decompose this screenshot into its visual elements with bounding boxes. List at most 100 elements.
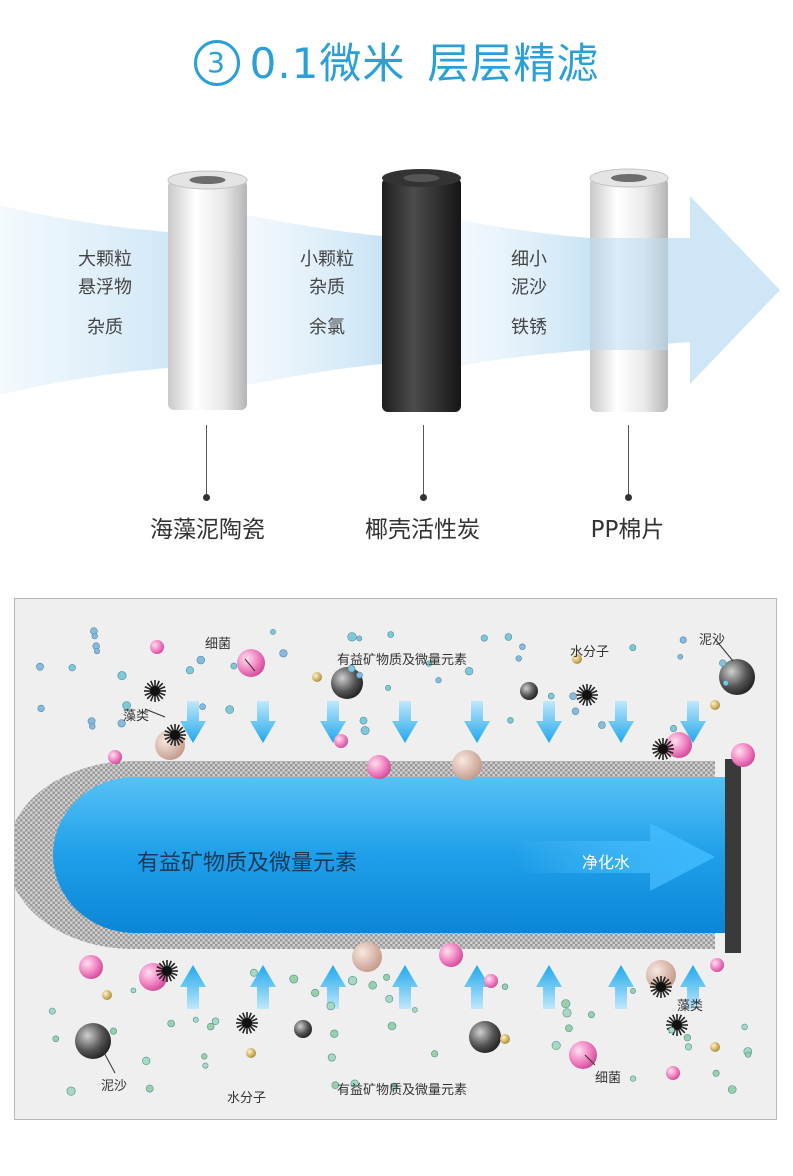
particle xyxy=(294,1020,312,1038)
water-molecule xyxy=(507,717,514,724)
water-molecule xyxy=(356,671,363,679)
particle xyxy=(79,955,103,979)
inflow-arrow-down xyxy=(608,701,634,743)
stage-2-item-2: 杂质 xyxy=(309,277,345,298)
water-molecule xyxy=(36,662,44,671)
particle xyxy=(139,963,167,991)
water-molecule xyxy=(196,655,206,665)
label-minerals-bottom: 有益矿物质及微量元素 xyxy=(337,1083,468,1098)
membrane-cross-section-panel: 有益矿物质及微量元素 净化水 细菌 藻类 有益矿物质及微量元素 水分子 泥沙 藻… xyxy=(14,598,777,1120)
water-molecule xyxy=(289,974,299,984)
water-molecule xyxy=(719,659,727,667)
inflow-arrow-down xyxy=(536,701,562,743)
stage-1-item-3: 杂质 xyxy=(87,317,123,338)
particle xyxy=(75,1023,111,1059)
water-molecule xyxy=(629,644,637,652)
particle xyxy=(334,734,348,748)
water-molecule xyxy=(385,994,394,1003)
water-molecule xyxy=(501,983,509,990)
water-flow-band-1 xyxy=(0,205,168,395)
clean-water-core xyxy=(53,777,725,933)
water-molecule xyxy=(565,1024,573,1033)
inflow-arrow-up xyxy=(464,965,490,1009)
water-molecule xyxy=(270,629,276,635)
water-molecule xyxy=(279,649,288,658)
inflow-arrow-down xyxy=(464,701,490,743)
mineral-particle xyxy=(246,1048,256,1058)
water-molecule xyxy=(326,1001,335,1011)
mineral-particle xyxy=(710,1042,720,1052)
stage-1-item-2: 悬浮物 xyxy=(78,277,132,298)
label-sediment-top: 泥沙 xyxy=(699,633,726,648)
algae-particle xyxy=(650,976,672,998)
algae-particle xyxy=(164,724,186,746)
inflow-arrow-up xyxy=(536,965,562,1009)
water-molecule xyxy=(598,721,606,729)
water-molecule xyxy=(350,1079,359,1088)
water-molecule xyxy=(722,680,729,686)
particle xyxy=(331,667,363,699)
algae-particle xyxy=(666,1014,688,1036)
water-molecule xyxy=(225,705,234,714)
label-pointer xyxy=(100,1046,116,1074)
stage-2-removes: 小颗粒 杂质 余氯 xyxy=(282,246,372,342)
water-molecule xyxy=(145,1084,154,1093)
label-pointer xyxy=(584,1054,596,1066)
leader-dot-2 xyxy=(420,494,427,501)
water-molecule xyxy=(727,1085,737,1094)
stage-1-caption: 海藻泥陶瓷 xyxy=(150,517,265,543)
water-molecule xyxy=(562,1008,572,1018)
water-molecule xyxy=(360,726,370,735)
stage-3-item-1: 细小 xyxy=(511,249,547,270)
particle xyxy=(439,943,463,967)
water-molecule xyxy=(52,1035,60,1043)
particle xyxy=(367,755,391,779)
leader-dot-3 xyxy=(625,494,632,501)
water-molecule xyxy=(684,1043,692,1051)
mineral-particle xyxy=(572,654,582,664)
water-molecule xyxy=(683,1034,692,1042)
water-molecule xyxy=(677,653,684,660)
water-molecule xyxy=(211,1017,220,1025)
particle xyxy=(666,1066,680,1080)
water-molecule xyxy=(167,1019,175,1028)
water-molecule xyxy=(551,1040,561,1050)
water-molecule xyxy=(68,664,76,672)
core-label: 有益矿物质及微量元素 xyxy=(137,851,358,876)
water-molecule xyxy=(712,1069,720,1077)
stage-1-removes: 大颗粒 悬浮物 杂质 xyxy=(60,246,150,342)
stage-2-item-1: 小颗粒 xyxy=(300,249,354,270)
water-molecule xyxy=(383,973,390,981)
water-molecule xyxy=(327,1053,336,1062)
water-molecule xyxy=(629,1075,637,1082)
water-molecule xyxy=(679,636,687,644)
label-pointer xyxy=(714,638,734,662)
water-molecule xyxy=(66,1086,76,1096)
algae-particle xyxy=(576,684,598,706)
label-pointer xyxy=(144,708,166,718)
water-molecule xyxy=(387,631,395,638)
particle xyxy=(569,1041,597,1069)
title-main: 0.1微米 xyxy=(249,39,406,88)
water-molecule xyxy=(464,666,474,676)
water-molecule xyxy=(561,999,571,1009)
water-molecule xyxy=(117,671,127,681)
label-minerals-top: 有益矿物质及微量元素 xyxy=(337,653,468,668)
title-sub: 层层精滤 xyxy=(427,39,600,88)
water-molecule xyxy=(347,632,357,642)
water-molecule xyxy=(117,719,126,728)
label-algae-bottom: 藻类 xyxy=(677,999,704,1014)
particle xyxy=(452,750,482,780)
water-molecule xyxy=(588,1011,595,1019)
water-molecule xyxy=(547,692,555,700)
particle xyxy=(469,1021,501,1053)
particle xyxy=(484,974,498,988)
particle xyxy=(150,640,164,654)
membrane-end-cap xyxy=(725,759,741,953)
water-molecule xyxy=(425,660,433,667)
water-molecule xyxy=(368,981,377,990)
leader-line-1 xyxy=(206,425,207,497)
water-molecule xyxy=(201,1053,208,1060)
water-molecule xyxy=(348,976,358,986)
stage-1-item-1: 大颗粒 xyxy=(78,249,132,270)
